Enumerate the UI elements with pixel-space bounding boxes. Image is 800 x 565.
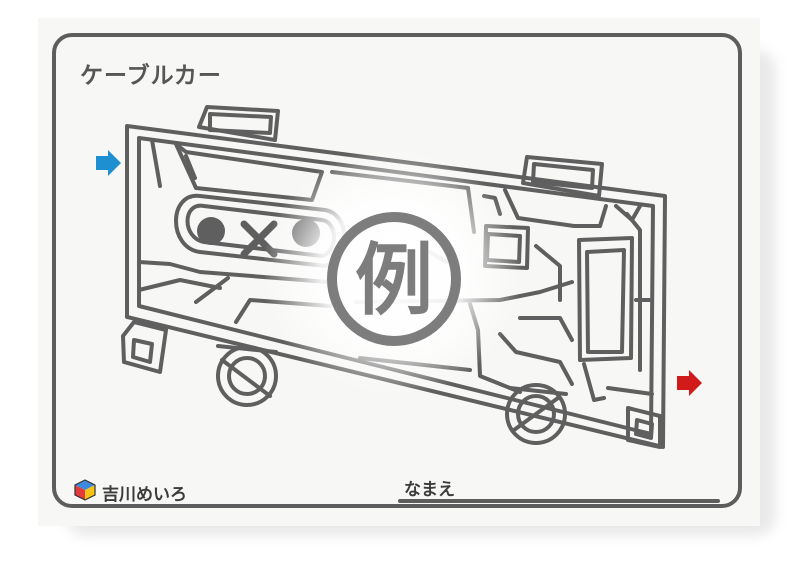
- puzzle-title: ケーブルカー: [80, 63, 222, 89]
- left-eye: [197, 217, 225, 245]
- name-label: なまえ: [404, 480, 455, 500]
- author-name: 吉川めいろ: [102, 485, 187, 505]
- example-label: 例: [355, 236, 433, 326]
- worksheet-frame: [52, 33, 742, 508]
- start-arrow-icon: [96, 150, 121, 176]
- goal-arrow-icon: [677, 370, 702, 396]
- cube-logo-icon: [74, 479, 96, 501]
- stamp-glow: [262, 147, 522, 397]
- example-stamp: 例: [327, 212, 461, 346]
- name-write-line[interactable]: [398, 499, 720, 503]
